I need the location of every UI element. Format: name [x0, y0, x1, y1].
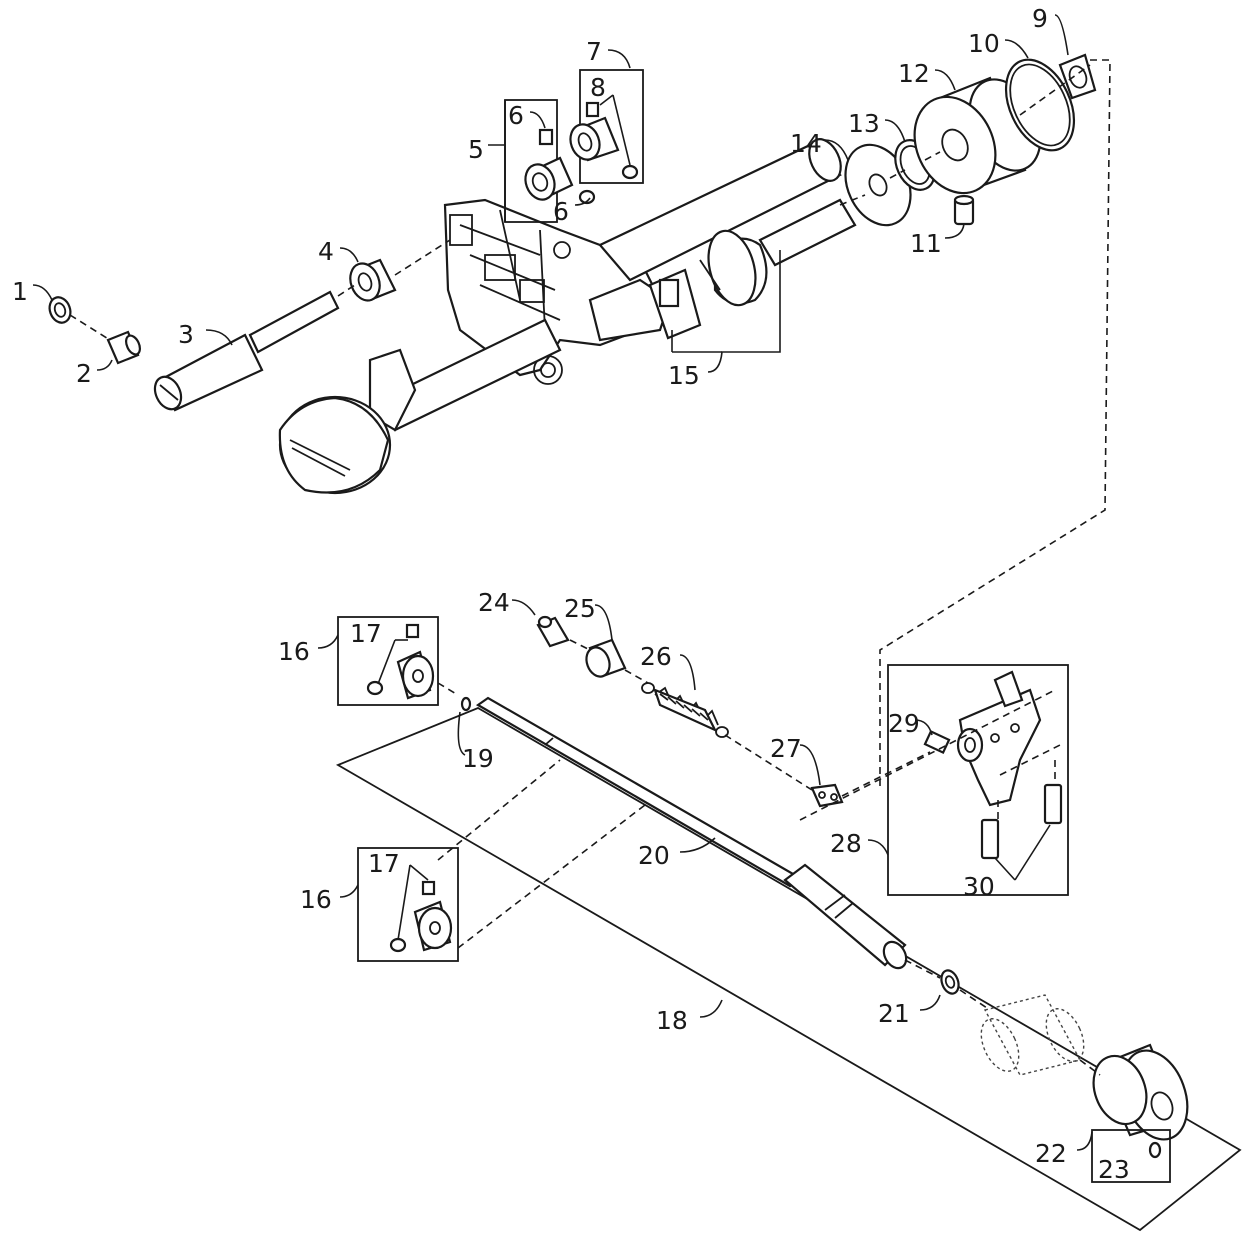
label-7: 7	[586, 37, 602, 66]
label-6-upper: 6	[508, 101, 524, 130]
label-19: 19	[462, 744, 494, 773]
housing-frame	[278, 138, 842, 495]
label-21: 21	[878, 999, 910, 1028]
label-17-lower: 17	[368, 849, 400, 878]
part-22-end-cap	[1092, 1043, 1189, 1141]
part-23-screw	[1091, 1129, 1171, 1183]
part-25-bushing	[585, 638, 627, 678]
label-5: 5	[468, 135, 484, 164]
label-8: 8	[590, 73, 606, 102]
label-1: 1	[12, 277, 28, 306]
label-11: 11	[910, 229, 942, 258]
part-24-pin	[536, 615, 570, 648]
part-9-plate	[1058, 53, 1097, 100]
part-4-bushing	[349, 258, 397, 302]
part-26-spring	[641, 682, 729, 738]
label-6-lower: 6	[553, 197, 569, 226]
upper-centerlines	[69, 59, 1111, 790]
label-17-upper: 17	[350, 619, 382, 648]
label-29: 29	[888, 709, 920, 738]
part-2-pin	[106, 330, 141, 365]
part-12-pulley	[913, 76, 1042, 195]
label-23: 23	[1098, 1155, 1130, 1184]
label-2: 2	[76, 359, 92, 388]
label-27: 27	[770, 734, 802, 763]
label-9: 9	[1032, 4, 1048, 33]
label-3: 3	[178, 320, 194, 349]
label-14: 14	[790, 129, 822, 158]
part-21-washer	[940, 969, 960, 995]
part-3-shaft	[153, 290, 340, 412]
part-11-set-screw	[953, 194, 975, 226]
part-28-bracket-group	[887, 664, 1069, 896]
part-5-collar-group	[504, 99, 596, 223]
part-16-collar-group-lower	[357, 847, 459, 962]
label-24: 24	[478, 588, 510, 617]
label-25: 25	[564, 594, 596, 623]
part-15-cam-clamp	[648, 198, 857, 340]
label-4: 4	[318, 237, 334, 266]
lower-centerlines	[437, 639, 1101, 1076]
label-13: 13	[848, 109, 880, 138]
label-16-upper: 16	[278, 637, 310, 666]
label-26: 26	[640, 642, 672, 671]
part-19-ring	[460, 696, 472, 712]
part-labels: 1 2 3 4 5 6 6 7 8 9 10 11 12 13 14 15 16…	[12, 4, 1130, 1184]
sleeve-outline	[980, 994, 1085, 1076]
label-30: 30	[963, 872, 995, 901]
label-22: 22	[1035, 1139, 1067, 1168]
label-15: 15	[668, 361, 700, 390]
part-10-ring	[1004, 58, 1076, 152]
part-1-washer	[48, 296, 72, 324]
part-14-washer	[844, 143, 912, 227]
label-16-lower: 16	[300, 885, 332, 914]
leader-lines	[32, 14, 1093, 1151]
part-20-rod	[475, 696, 908, 970]
part-18-plane	[335, 706, 1242, 1232]
part-16-collar-group-upper	[337, 616, 439, 706]
part-7-collar-group	[569, 69, 644, 184]
label-12: 12	[898, 59, 930, 88]
label-20: 20	[638, 841, 670, 870]
label-28: 28	[830, 829, 862, 858]
part-27-link	[810, 783, 844, 808]
label-10: 10	[968, 29, 1000, 58]
label-18: 18	[656, 1006, 688, 1035]
